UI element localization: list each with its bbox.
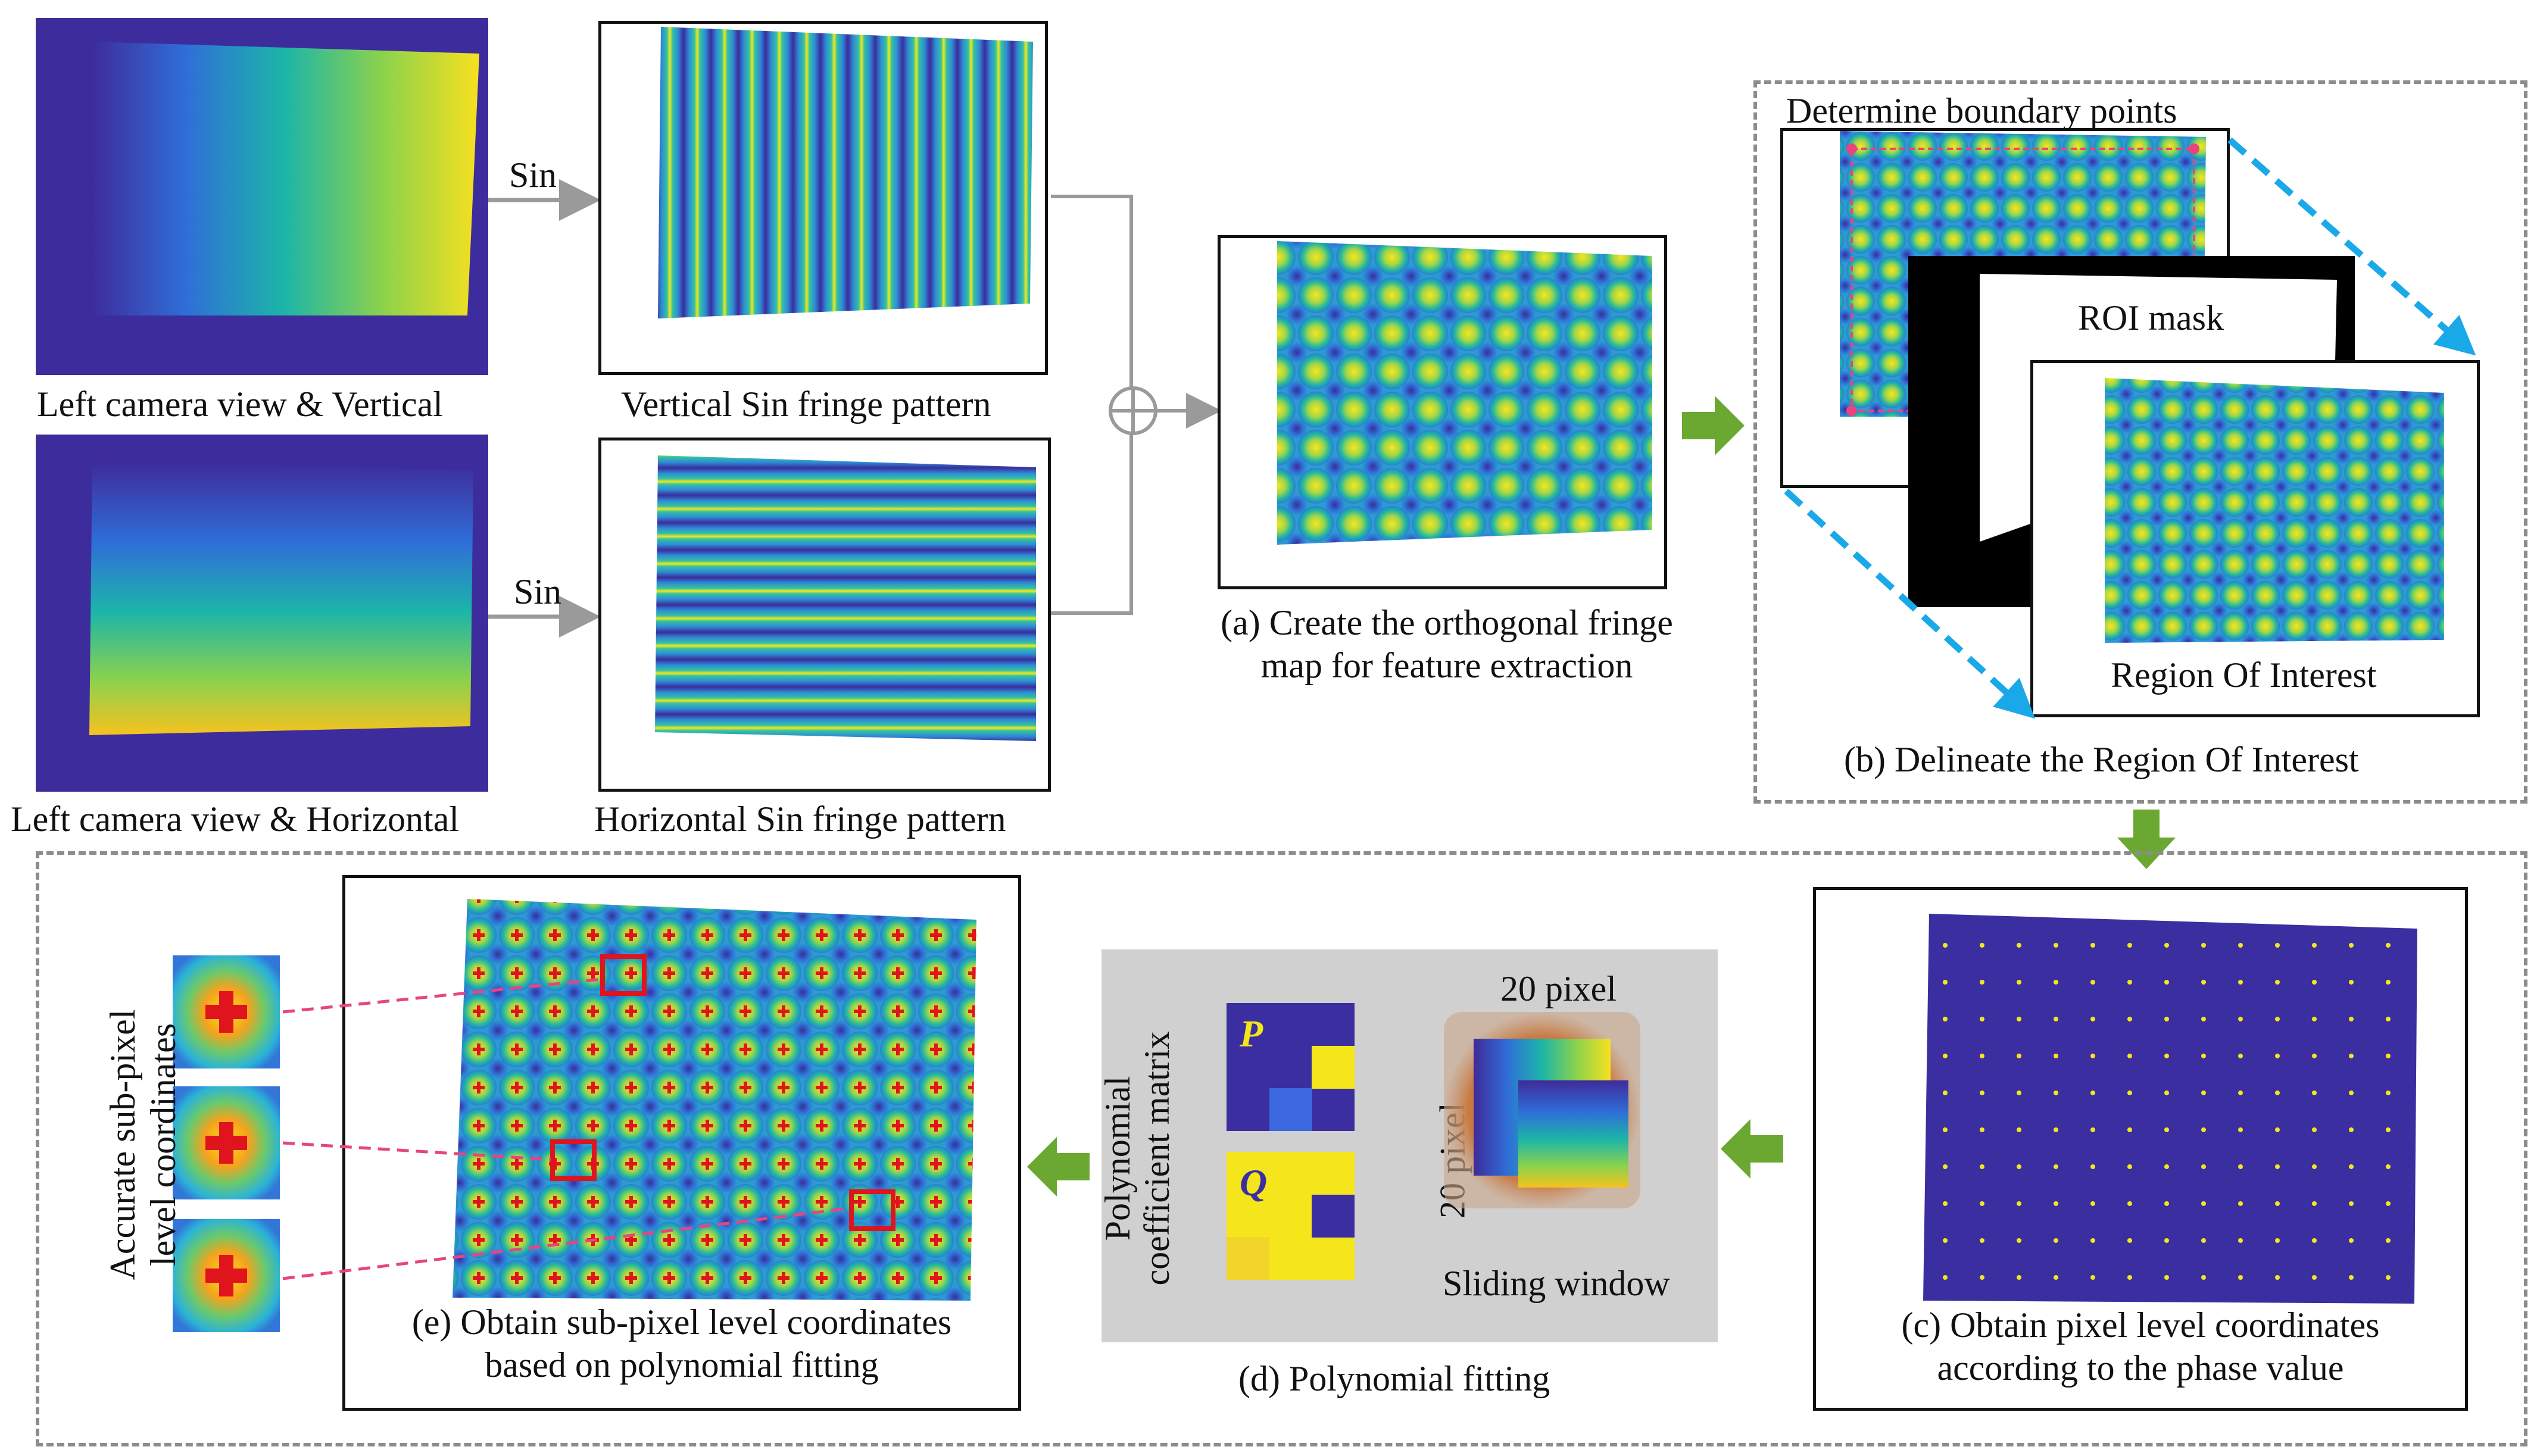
horizontal-fringe-panel <box>598 438 1051 792</box>
camera-view-horizontal-label: Left camera view & Horizontal <box>11 799 459 839</box>
vertical-fringe-panel <box>598 21 1048 375</box>
green-arrow-right <box>1682 396 1745 455</box>
blue-dashed-arrows <box>1784 137 2476 719</box>
matrix-p-letter: P <box>1240 1013 1263 1055</box>
zoom-thumbnail-1 <box>173 955 280 1068</box>
camera-view-horizontal-image <box>36 435 488 792</box>
zoom-thumbnail-2 <box>173 1086 280 1199</box>
bottom-section-border <box>36 851 2527 1446</box>
zoom-label-line-2: level coordinates <box>143 1023 183 1267</box>
sliding-window-label: Sliding window <box>1443 1264 1670 1303</box>
caption-e: (e) Obtain sub-pixel level coordinates b… <box>384 1301 979 1386</box>
camera-view-vertical-image <box>36 18 488 375</box>
camera-view-vertical-label: Left camera view & Vertical <box>37 385 443 424</box>
green-arrow-left-1 <box>1721 1119 1783 1179</box>
caption-c-line-1: (c) Obtain pixel level coordinates <box>1901 1305 2380 1345</box>
caption-a-line-1: (a) Create the orthogonal fringe <box>1221 603 1673 642</box>
roi-mask-label: ROI mask <box>2078 298 2224 338</box>
sliding-window-graphic <box>1444 1012 1640 1208</box>
caption-c-line-2: according to the phase value <box>1937 1348 2344 1388</box>
zoom-label-line-1: Accurate sub-pixel <box>103 1009 142 1280</box>
boundary-points-label: Determine boundary points <box>1786 91 2177 130</box>
combine-symbol <box>1109 386 1157 435</box>
caption-b: (b) Delineate the Region Of Interest <box>1844 740 2359 779</box>
green-arrow-left-2 <box>1027 1137 1090 1196</box>
caption-c: (c) Obtain pixel level coordinates accor… <box>1843 1304 2438 1389</box>
caption-e-line-1: (e) Obtain sub-pixel level coordinates <box>411 1302 952 1342</box>
zoom-leader-lines <box>282 977 849 1280</box>
zoom-label: Accurate sub-pixel level coordinates <box>102 984 183 1305</box>
horizontal-fringe-label: Horizontal Sin fringe pattern <box>594 799 1006 839</box>
matrix-label-line-1: Polynomial <box>1098 1076 1137 1241</box>
roi-section-border <box>1753 80 2527 804</box>
zoom-thumbnail-3 <box>173 1219 280 1332</box>
sin-arrow-horizontal <box>488 596 601 638</box>
matrix-q-letter: Q <box>1240 1161 1268 1204</box>
matrix-label: Polynomial coefficient matrix <box>1098 968 1177 1349</box>
sin-operator-label-vertical: Sin <box>509 155 557 195</box>
combine-connector <box>1051 195 1222 615</box>
caption-a-line-2: map for feature extraction <box>1260 646 1633 685</box>
pixel-coordinates-panel <box>1813 887 2468 1411</box>
subpixel-coordinates-panel <box>342 875 1021 1411</box>
matrix-label-line-2: coefficient matrix <box>1137 1031 1177 1286</box>
orthogonal-fringe-map-panel <box>1218 235 1667 589</box>
caption-e-line-2: based on polynomial fitting <box>485 1345 879 1385</box>
region-of-interest-label: Region Of Interest <box>2111 655 2377 695</box>
caption-d: (d) Polynomial fitting <box>1238 1359 1550 1398</box>
sin-operator-label-horizontal: Sin <box>514 572 562 611</box>
caption-a: (a) Create the orthogonal fringe map for… <box>1149 601 1745 687</box>
green-arrow-down <box>2117 810 2176 869</box>
matrix-p <box>1227 1003 1355 1131</box>
matrix-q <box>1227 1152 1355 1280</box>
window-size-label-top: 20 pixel <box>1500 969 1617 1008</box>
region-of-interest-panel <box>2030 360 2480 717</box>
vertical-fringe-label: Vertical Sin fringe pattern <box>621 385 991 424</box>
sin-arrow-vertical <box>488 179 601 221</box>
